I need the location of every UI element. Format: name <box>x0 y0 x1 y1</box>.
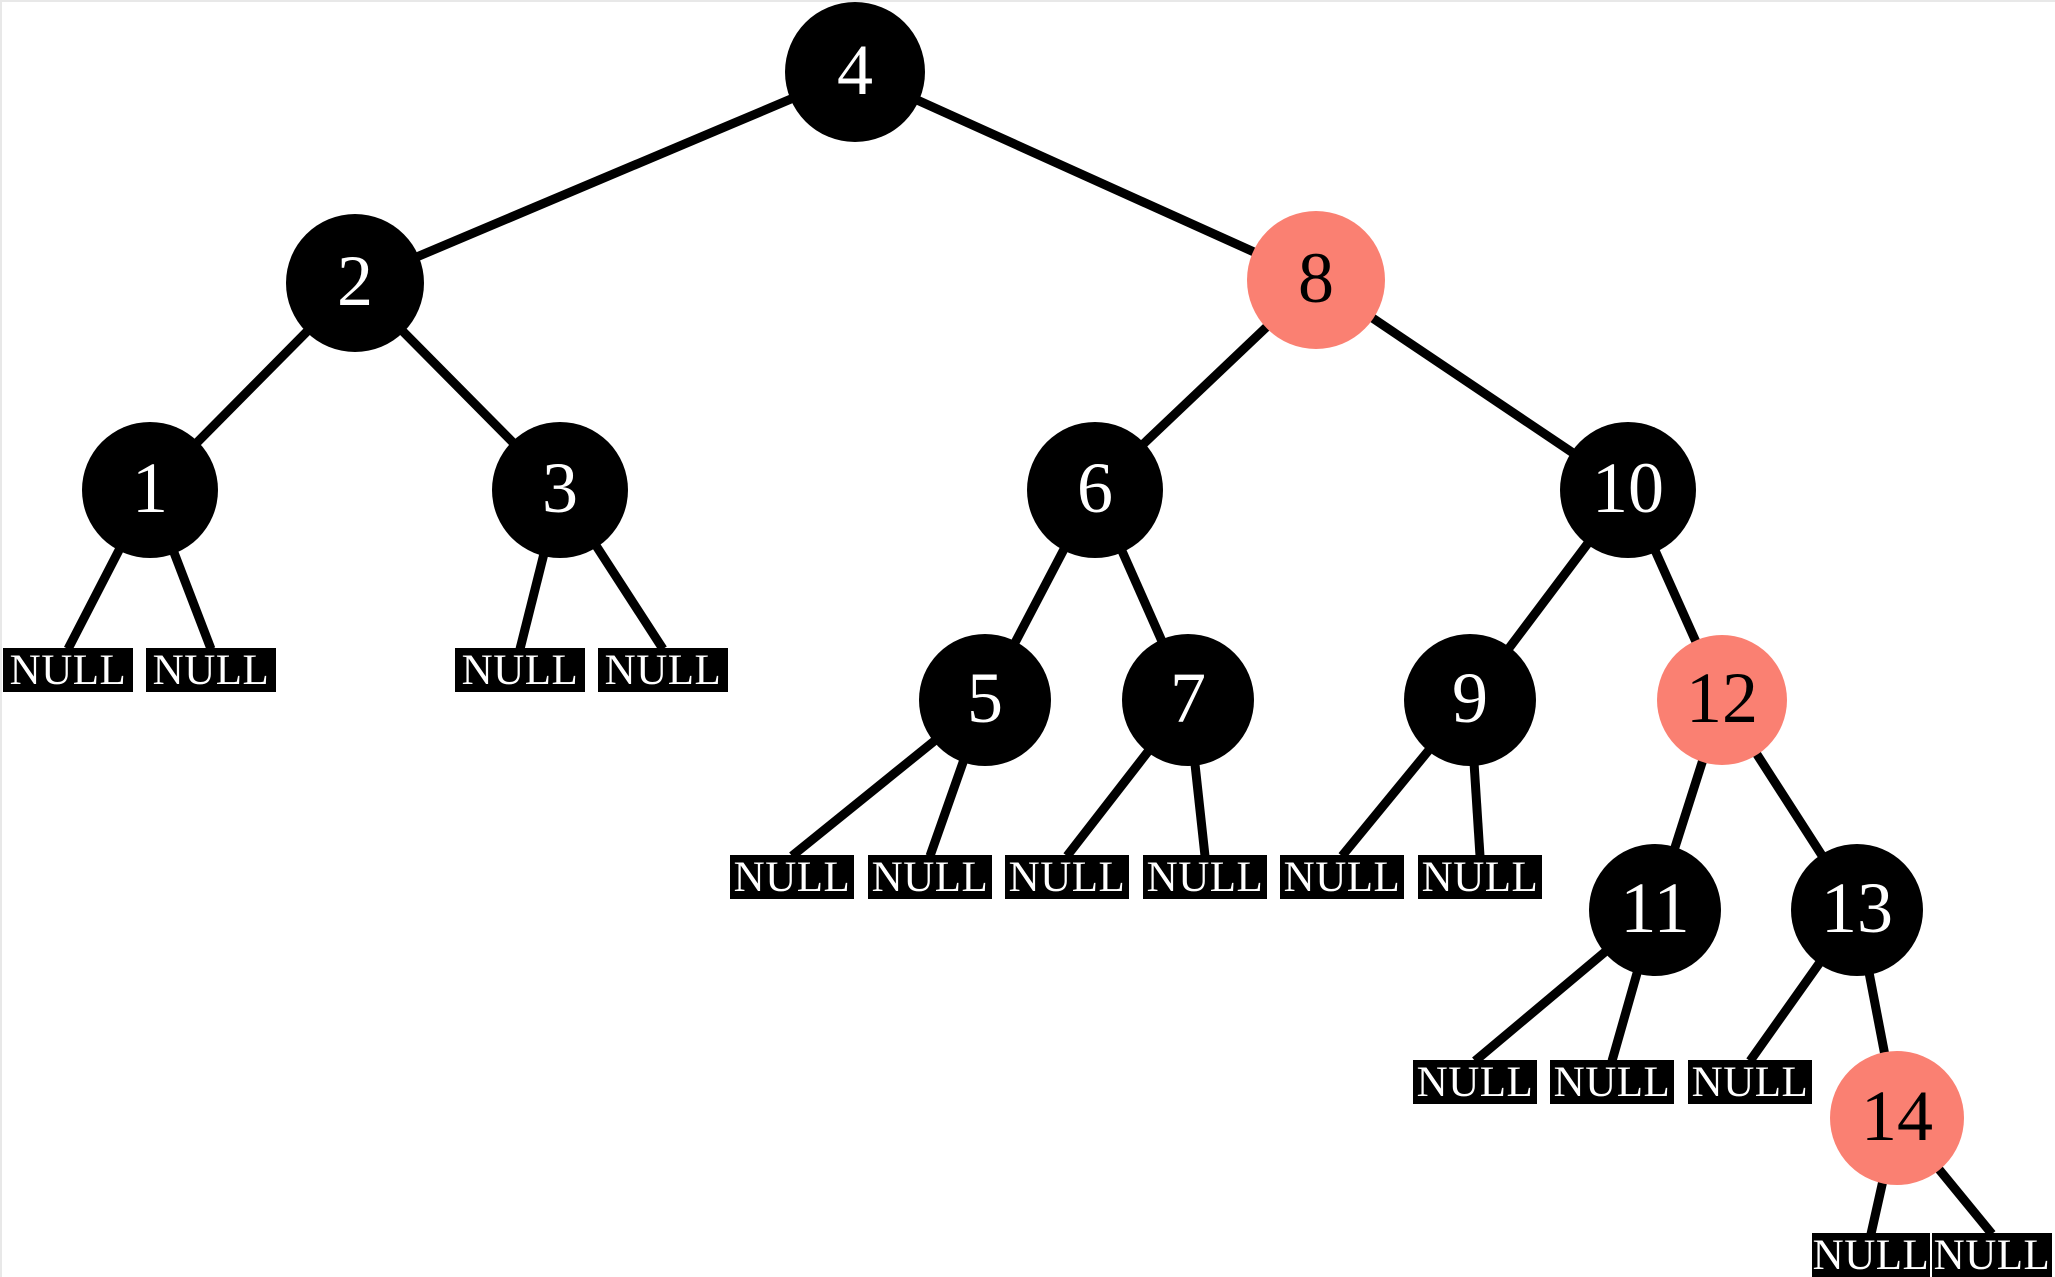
tree-node-5[interactable]: 5 <box>919 634 1051 766</box>
null-edge <box>1063 746 1154 859</box>
null-leaf: NULL <box>1418 855 1542 899</box>
tree-edge <box>913 95 1259 258</box>
null-edge <box>1746 957 1825 1064</box>
tree-node-9[interactable]: 9 <box>1404 634 1536 766</box>
tree-node-12[interactable]: 12 <box>1657 635 1787 765</box>
tree-node-3[interactable]: 3 <box>492 422 628 558</box>
null-leaf: NULL <box>1688 1060 1812 1104</box>
null-edge <box>925 756 969 858</box>
null-edge <box>168 548 216 651</box>
tree-node-label: 1 <box>132 448 168 528</box>
null-leaf: NULL <box>146 648 276 692</box>
tree-edge <box>1669 756 1708 853</box>
tree-node-1[interactable]: 1 <box>82 422 218 558</box>
tree-edge <box>413 93 796 262</box>
null-edge <box>64 544 125 652</box>
canvas-left-border <box>0 0 2 1277</box>
tree-node-label: 3 <box>542 448 578 528</box>
null-edge <box>789 735 940 860</box>
null-leaf: NULL <box>1932 1233 2052 1277</box>
null-leaf: NULL <box>598 648 728 692</box>
tree-node-14[interactable]: 14 <box>1830 1051 1964 1185</box>
tree-node-label: 5 <box>967 658 1003 738</box>
tree-edge <box>1751 748 1828 861</box>
tree-edge <box>1367 312 1578 458</box>
tree-node-label: 2 <box>337 241 373 321</box>
tree-node-8[interactable]: 8 <box>1247 211 1385 349</box>
tree-node-label: 4 <box>837 30 873 110</box>
tree-node-label: 8 <box>1298 238 1334 318</box>
tree-node-10[interactable]: 10 <box>1560 422 1696 558</box>
canvas-top-border <box>0 0 2055 2</box>
null-leaf: NULL <box>730 855 854 899</box>
null-edge <box>1338 745 1435 859</box>
null-edge <box>1190 761 1210 857</box>
tree-node-2[interactable]: 2 <box>286 214 424 352</box>
tree-node-label: 13 <box>1821 868 1893 948</box>
tree-node-label: 6 <box>1077 448 1113 528</box>
tree-node-label: 11 <box>1620 868 1690 948</box>
tree-node-label: 7 <box>1170 658 1206 738</box>
tree-node-4[interactable]: 4 <box>785 2 925 142</box>
null-edge <box>515 550 549 651</box>
null-edge <box>591 541 667 652</box>
null-leaf: NULL <box>1280 855 1404 899</box>
tree-node-label: 9 <box>1452 658 1488 738</box>
null-edge <box>1469 761 1485 857</box>
null-leaf: NULL <box>455 648 585 692</box>
null-edge <box>1866 1178 1888 1235</box>
tree-edge <box>1864 970 1890 1057</box>
tree-edge <box>397 326 519 448</box>
tree-edge <box>1138 321 1272 450</box>
tree-node-label: 12 <box>1686 658 1758 738</box>
tree-edge <box>1503 538 1594 654</box>
null-edge <box>1472 946 1611 1065</box>
tree-node-label: 10 <box>1592 448 1664 528</box>
tree-node-7[interactable]: 7 <box>1122 634 1254 766</box>
null-leaf: NULL <box>1812 1233 1930 1277</box>
tree-edge <box>1009 544 1070 648</box>
null-leaf: NULL <box>1143 855 1267 899</box>
null-leaf: NULL <box>1413 1060 1537 1104</box>
null-edge <box>1933 1163 1996 1237</box>
tree-node-11[interactable]: 11 <box>1589 844 1721 976</box>
null-leaf: NULL <box>868 855 992 899</box>
tree-node-13[interactable]: 13 <box>1791 844 1923 976</box>
tree-node-6[interactable]: 6 <box>1027 422 1163 558</box>
null-edge <box>1607 968 1643 1063</box>
tree-node-label: 14 <box>1861 1076 1933 1156</box>
null-leaf: NULL <box>3 648 133 692</box>
tree-edge <box>1650 546 1702 647</box>
null-leaf: NULL <box>1550 1060 1674 1104</box>
null-leaf: NULL <box>1005 855 1129 899</box>
tree-edge <box>1116 546 1168 646</box>
tree-edge <box>191 326 313 448</box>
